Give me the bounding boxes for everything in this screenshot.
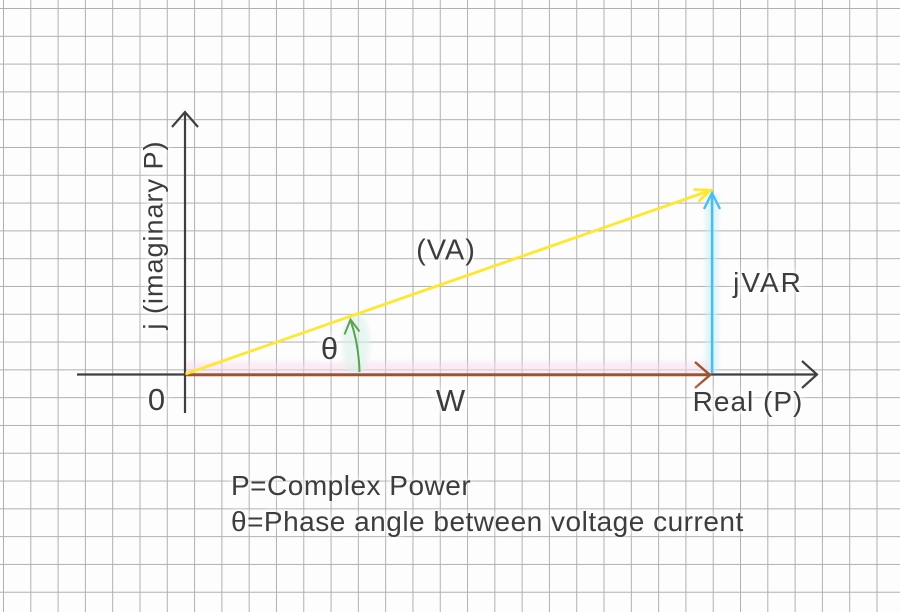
y-axis-label: j (imaginary P): [138, 140, 169, 330]
theta-label: θ: [320, 331, 340, 366]
apparent-power-arrow: [185, 188, 714, 376]
apparent-power-arrowhead: [693, 188, 714, 203]
highlight-glows: [186, 194, 719, 375]
theta-arc: [343, 317, 361, 373]
apparent-power-line: [185, 189, 711, 376]
y-axis-arrowhead: [171, 110, 199, 128]
real-power-glow: [186, 362, 711, 375]
reactive-power-arrowhead: [702, 190, 722, 210]
reactive-power-label: jVAR: [733, 267, 803, 298]
apparent-power-label: (VA): [416, 234, 476, 267]
y-axis: [171, 110, 199, 413]
real-power-arrowhead: [694, 361, 712, 389]
theta-arc-arrowhead: [343, 317, 361, 335]
caption-phase-angle: θ=Phase angle between voltage current: [231, 506, 744, 537]
reactive-power-arrow: [702, 190, 722, 373]
caption-complex-power: P=Complex Power: [231, 470, 472, 501]
real-power-label: W: [435, 383, 467, 418]
origin-label: 0: [147, 382, 167, 417]
x-axis-arrowhead: [801, 360, 819, 389]
real-power-arrow: [186, 361, 712, 389]
x-axis-label: Real (P): [692, 386, 804, 417]
